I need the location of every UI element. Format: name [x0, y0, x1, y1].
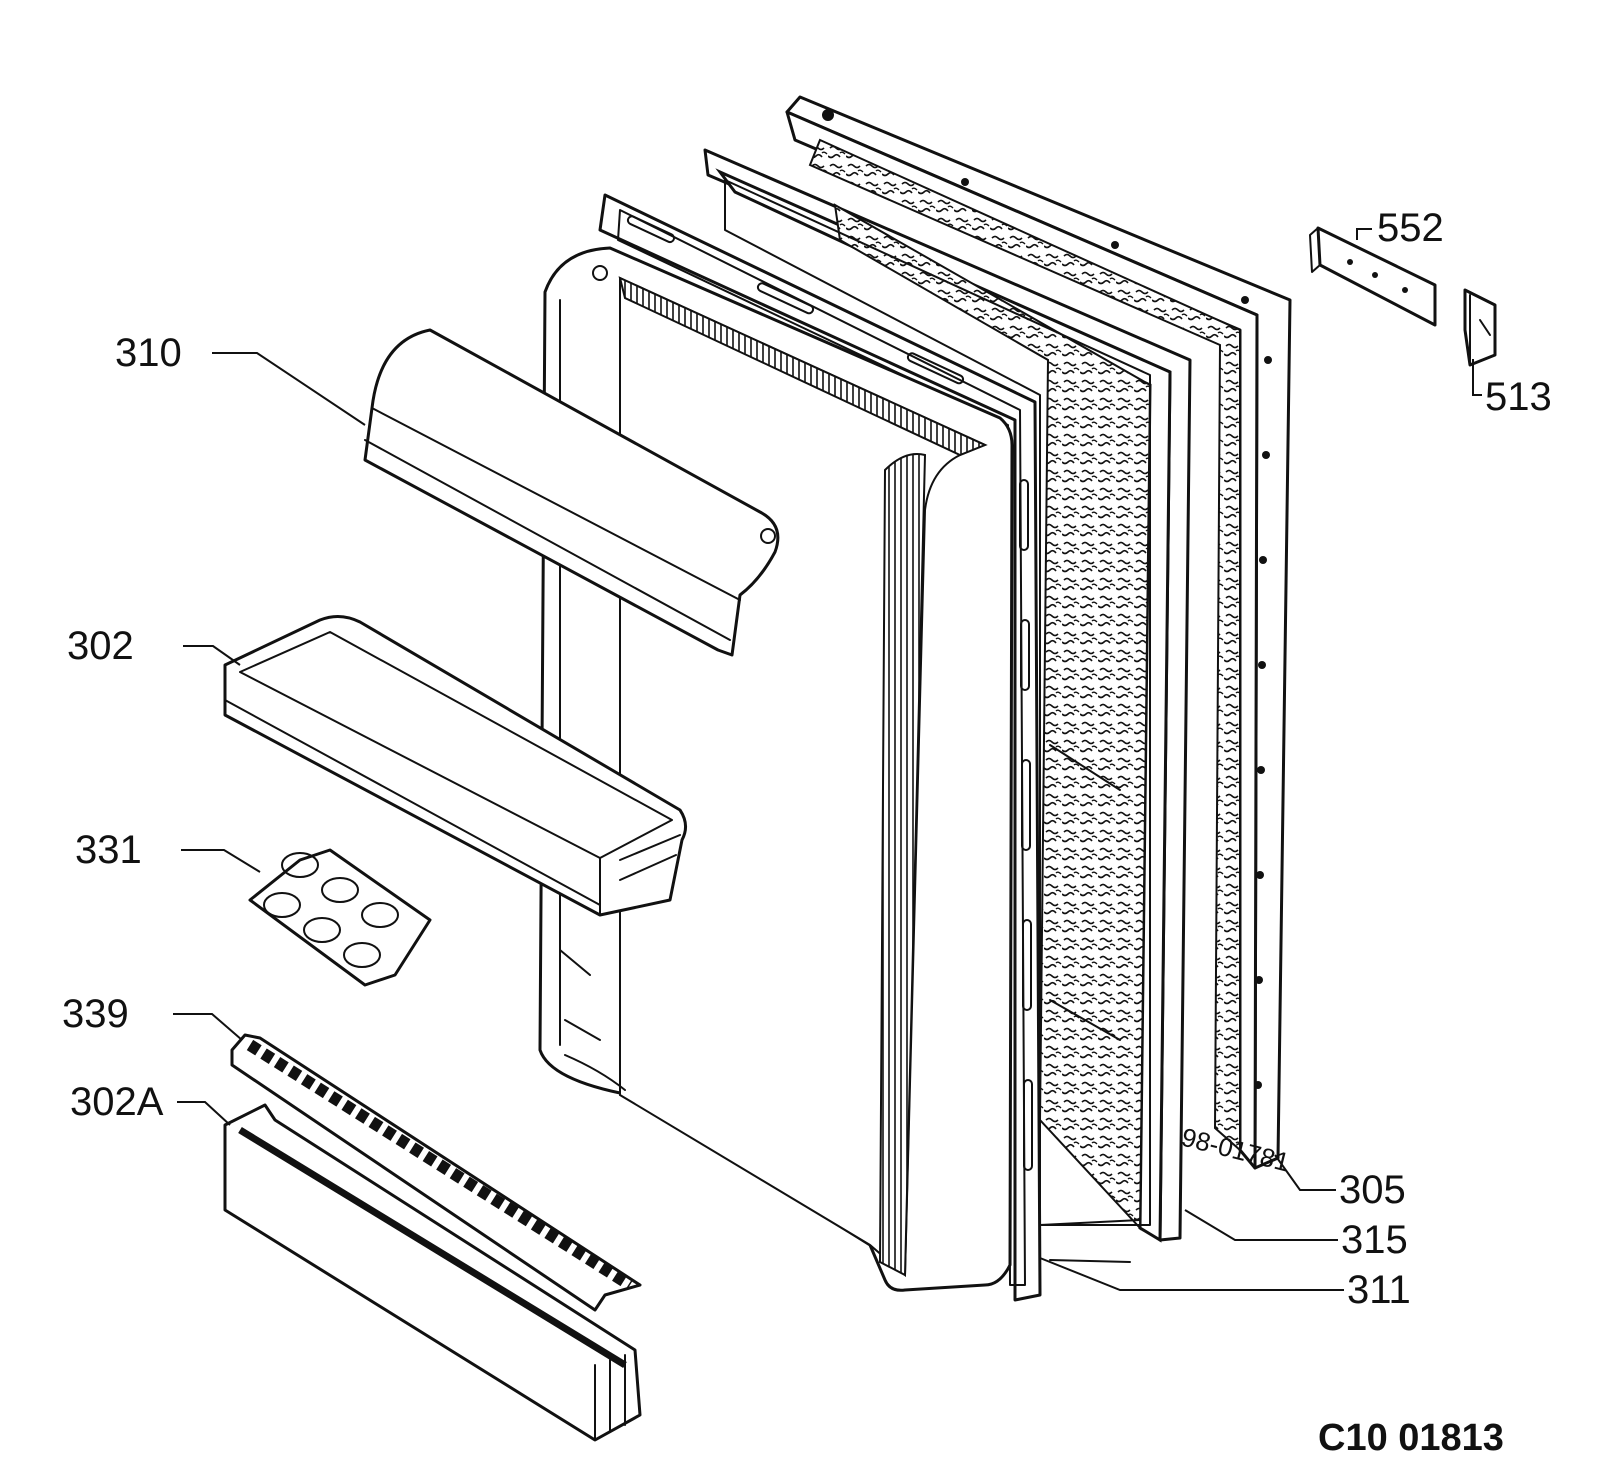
label-311: 311: [1347, 1268, 1411, 1312]
grille-strip-339: [230, 1033, 642, 1312]
hinge-plate-552: [1309, 226, 1437, 327]
egg-tray-331: [248, 848, 432, 987]
label-302a: 302A: [70, 1080, 164, 1124]
outer-door-panel-305: [785, 95, 1292, 1170]
top-shelf-310: [363, 328, 780, 657]
hinge-bracket-513: [1463, 288, 1497, 367]
label-339: 339: [62, 992, 129, 1036]
label-305: 305: [1339, 1168, 1406, 1212]
label-513: 513: [1485, 375, 1552, 419]
drawing-code: C10 01813: [1318, 1417, 1504, 1459]
label-331: 331: [75, 828, 142, 872]
label-552: 552: [1377, 206, 1444, 250]
label-302: 302: [67, 624, 134, 668]
bottom-bin-302a: [223, 1103, 642, 1442]
label-315: 315: [1341, 1218, 1408, 1262]
label-310: 310: [115, 331, 182, 375]
gasket-frame-311: [598, 193, 1042, 1302]
leader-lines: [173, 228, 1482, 1291]
part-labels: 310 302 331 339 302A 552 513 305 315 311: [62, 206, 1552, 1312]
door-shelf-302: [223, 615, 687, 917]
